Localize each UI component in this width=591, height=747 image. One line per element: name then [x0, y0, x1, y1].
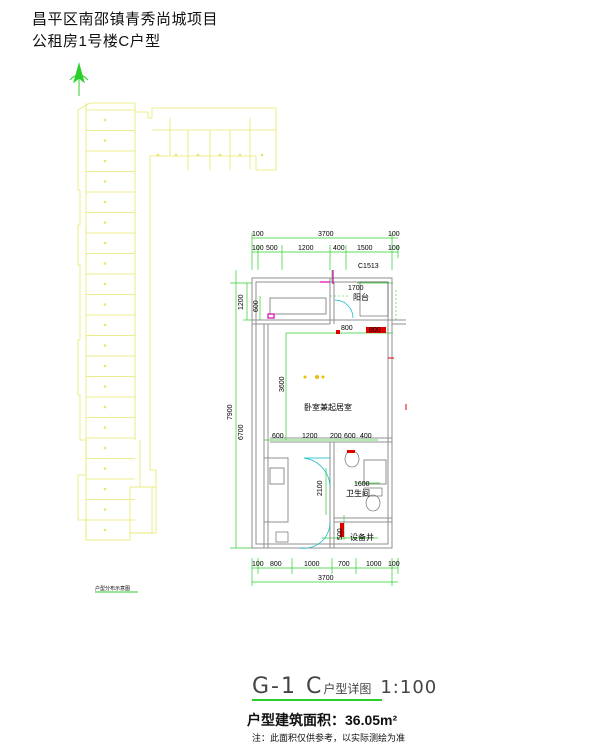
site-unit-marker: [218, 153, 222, 157]
dim-top-row-3: 400: [333, 245, 345, 252]
drawing-scale: 1:100: [380, 677, 438, 698]
dim-top-total: 3700: [318, 231, 334, 238]
dim-bath-0: 600: [272, 433, 284, 440]
site-unit-marker: [103, 487, 107, 491]
dim-top-row-5: 100: [388, 245, 400, 252]
drawing-title-code: G-1 C: [252, 674, 324, 699]
dim-shaft-500: 500: [337, 528, 344, 540]
dim-left-6700: 6700: [238, 424, 245, 440]
dim-bath-4: 400: [360, 433, 372, 440]
site-unit-marker: [238, 153, 242, 157]
site-unit-marker: [156, 153, 160, 157]
site-unit-marker: [103, 262, 107, 265]
dim-top-left: 100: [252, 231, 264, 238]
dim-bottom-3: 700: [338, 561, 350, 568]
drawing-title: G-1 C户型详图 1:100: [252, 674, 437, 699]
site-unit-marker: [103, 426, 107, 429]
site-unit-marker: [174, 153, 178, 157]
ceiling-light-icon: [303, 375, 325, 379]
site-unit-marker: [103, 323, 107, 327]
dim-bath-2: 200: [330, 433, 342, 440]
site-unit-marker: [103, 467, 107, 470]
dim-left-total: 7900: [227, 404, 234, 420]
dim-balcony-width: 1700: [348, 285, 364, 292]
dim-bottom-1: 800: [270, 561, 282, 568]
site-unit-marker: [103, 139, 107, 142]
dim-top-right: 100: [388, 231, 400, 238]
site-unit-marker: [103, 528, 107, 532]
site-plan: [77, 102, 277, 541]
dim-bath-2100: 2100: [317, 480, 324, 496]
unit-area: 户型建筑面积：36.05m²: [247, 712, 398, 728]
dim-mid-800a: 800: [341, 325, 353, 332]
site-unit-marker: [103, 180, 107, 183]
site-unit-marker: [103, 303, 107, 306]
site-unit-marker: [103, 200, 107, 204]
room-bedroom-label: 卧室兼起居室: [304, 402, 352, 412]
site-unit-marker: [103, 241, 107, 245]
dim-left-600: 600: [253, 300, 260, 312]
dim-bottom-4: 1000: [366, 561, 382, 568]
window-code-label: C1513: [358, 263, 379, 270]
dim-bath-3: 600: [344, 433, 356, 440]
dim-bath-1: 1200: [302, 433, 318, 440]
site-unit-marker: [103, 446, 107, 450]
dim-mid-800b: 800: [369, 327, 381, 334]
dim-left-1200: 1200: [238, 294, 245, 310]
site-unit-marker: [103, 508, 107, 511]
site-plan-legend: 户型分布示意图: [95, 585, 130, 592]
site-unit-marker: [103, 344, 107, 347]
room-shaft-label: 设备井: [350, 532, 374, 542]
dim-mid-3600: 3600: [279, 376, 286, 392]
site-unit-marker: [260, 153, 264, 157]
site-unit-marker: [103, 282, 107, 286]
dim-bottom-2: 1000: [304, 561, 320, 568]
drawing-title-suffix: 户型详图: [323, 682, 372, 696]
dim-bath-1600: 1600: [354, 481, 370, 488]
room-bathroom-label: 卫生间: [346, 488, 370, 498]
dim-bottom-0: 100: [252, 561, 264, 568]
area-note: 注：此面积仅供参考，以实际测绘为准: [252, 733, 406, 743]
site-unit-marker: [103, 405, 107, 409]
site-unit-marker: [103, 221, 107, 224]
unit-title: 公租房1号楼C户型: [32, 33, 161, 50]
site-unit-marker: [103, 364, 107, 368]
site-unit-marker: [196, 153, 200, 157]
dim-top-row-0: 100: [252, 245, 264, 252]
north-arrow-icon: [69, 62, 89, 96]
dim-bottom-total: 3700: [318, 575, 334, 582]
site-unit-marker: [103, 118, 107, 122]
site-unit-marker: [103, 385, 107, 388]
dim-top-row-1: 500: [266, 245, 278, 252]
room-balcony-label: 阳台: [353, 292, 369, 302]
site-unit-marker: [103, 159, 107, 163]
dim-bottom-5: 100: [388, 561, 400, 568]
project-title: 昌平区南邵镇青秀尚城项目: [32, 11, 219, 28]
dim-top-row-2: 1200: [298, 245, 314, 252]
dim-top-row-4: 1500: [357, 245, 373, 252]
